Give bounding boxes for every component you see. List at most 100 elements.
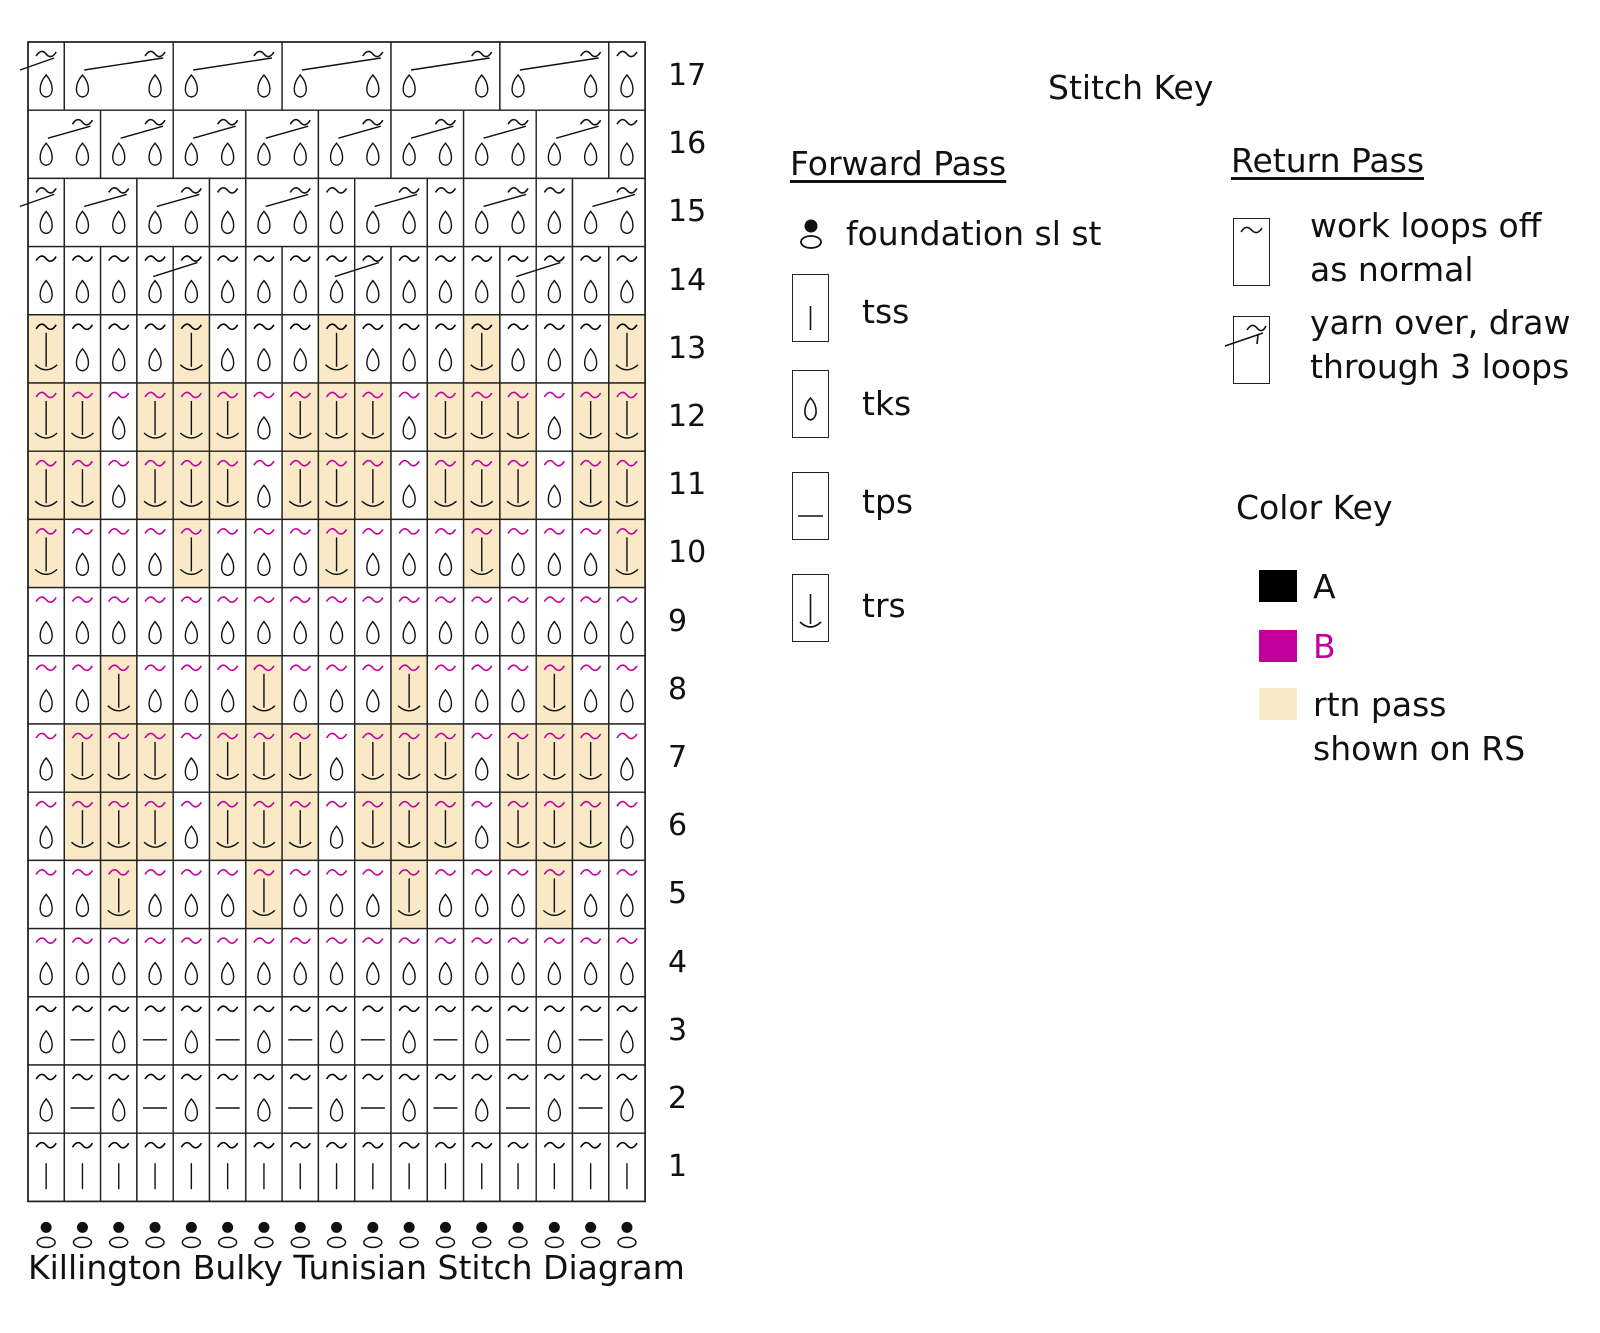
tks-symbol — [257, 142, 271, 166]
loops-off-symbol — [616, 869, 638, 876]
loops-off-symbol — [253, 50, 275, 58]
trs-base — [107, 773, 131, 780]
tks-symbol — [366, 552, 380, 577]
foundation-loop — [326, 1236, 347, 1249]
loops-off-symbol — [362, 664, 384, 672]
loops-off-symbol — [507, 459, 529, 467]
loops-off-symbol — [362, 255, 384, 262]
loops-off-symbol — [71, 528, 94, 535]
loops-off-symbol — [543, 528, 566, 535]
color-b-label: B — [1313, 627, 1336, 666]
loops-off-symbol — [362, 800, 384, 808]
chart-cell — [426, 996, 465, 1066]
loops-off-symbol — [579, 732, 602, 740]
chart-row-6 — [27, 791, 646, 862]
loops-off-symbol — [289, 664, 311, 672]
loops-off-symbol — [144, 800, 166, 808]
foundation-stitch — [472, 1221, 492, 1249]
yarn-over-line — [192, 125, 236, 139]
loops-off-symbol — [144, 664, 166, 672]
loops-off-symbol — [325, 528, 348, 535]
tks-symbol — [583, 279, 598, 304]
loops-off-symbol — [289, 391, 311, 399]
loops-off-symbol — [471, 391, 493, 399]
foundation-stitch — [254, 1221, 274, 1249]
tks-symbol — [184, 210, 199, 235]
loops-off-symbol — [180, 187, 203, 194]
rtn-pass-label-line2: shown on RS — [1313, 729, 1526, 768]
tks-symbol — [620, 756, 634, 781]
loops-off-symbol — [289, 1141, 311, 1149]
tks-symbol — [620, 142, 634, 166]
loops-off-symbol — [325, 732, 348, 740]
loops-off-symbol — [216, 800, 239, 808]
loops-off-symbol — [579, 869, 602, 876]
loops-off-symbol — [71, 118, 94, 126]
loops-off-symbol-icon — [1240, 226, 1263, 234]
loops-off-symbol — [507, 528, 529, 535]
loops-off-symbol — [325, 800, 348, 808]
foundation-dot — [512, 1221, 524, 1233]
tks-symbol — [583, 210, 598, 235]
chart-border — [27, 41, 646, 1203]
loops-off-symbol — [471, 1005, 493, 1013]
tks-symbol — [583, 961, 598, 986]
tks-symbol — [475, 142, 489, 166]
loops-off-symbol — [289, 732, 311, 740]
trs-base — [107, 705, 131, 712]
loops-off-symbol — [616, 937, 638, 944]
loops-off-key-box — [1233, 218, 1270, 286]
loops-off-symbol — [289, 187, 311, 194]
chart-row-1 — [27, 1132, 646, 1203]
tks-symbol — [39, 1097, 53, 1122]
tks-symbol — [475, 620, 489, 645]
trs-base — [288, 773, 312, 780]
tks-symbol — [148, 279, 162, 304]
loops-off-symbol — [543, 1005, 566, 1013]
tks-symbol — [220, 279, 235, 304]
tks-symbol — [402, 961, 416, 986]
foundation-loop — [72, 1236, 93, 1249]
chart-cell — [27, 177, 65, 248]
chart-cell — [136, 1064, 174, 1134]
tks-symbol — [220, 552, 235, 577]
loops-off-symbol — [71, 800, 94, 808]
loops-off-symbol — [180, 732, 203, 740]
chart-cell — [462, 109, 537, 180]
trs-base — [615, 432, 639, 439]
tks-symbol — [511, 688, 525, 713]
row-number-8: 8 — [668, 671, 688, 707]
tks-symbol — [112, 210, 126, 235]
foundation-stitch — [109, 1221, 129, 1249]
trs-base — [579, 841, 603, 848]
loops-off-symbol — [108, 255, 130, 262]
tks-symbol — [547, 347, 562, 372]
tks-symbol — [329, 210, 344, 235]
chart-cell — [354, 996, 392, 1066]
trs-base — [433, 773, 457, 780]
loops-off-symbol — [471, 596, 493, 603]
tks-symbol — [112, 279, 126, 304]
loops-off-symbol — [362, 528, 384, 535]
tks-symbol — [329, 756, 344, 781]
loops-off-symbol — [543, 255, 566, 262]
chart-cell — [535, 177, 574, 248]
tks-symbol — [257, 620, 271, 645]
loops-off-symbol — [216, 528, 239, 535]
trs-base — [361, 500, 385, 507]
loops-off-symbol — [144, 1141, 166, 1149]
yarn-over-line — [410, 125, 454, 139]
tks-symbol — [547, 484, 562, 508]
loops-off-symbol — [471, 1141, 493, 1149]
trs-base — [216, 773, 240, 780]
tks-symbol — [366, 620, 380, 645]
loops-off-symbol — [216, 187, 239, 194]
chart-row-14 — [27, 245, 646, 316]
loops-off-symbol — [180, 459, 203, 467]
loops-off-symbol — [35, 528, 57, 535]
loops-off-symbol — [471, 800, 493, 808]
tks-symbol — [583, 347, 598, 372]
loops-off-symbol — [289, 800, 311, 808]
trs-base — [615, 364, 639, 371]
chart-cell — [136, 996, 174, 1066]
